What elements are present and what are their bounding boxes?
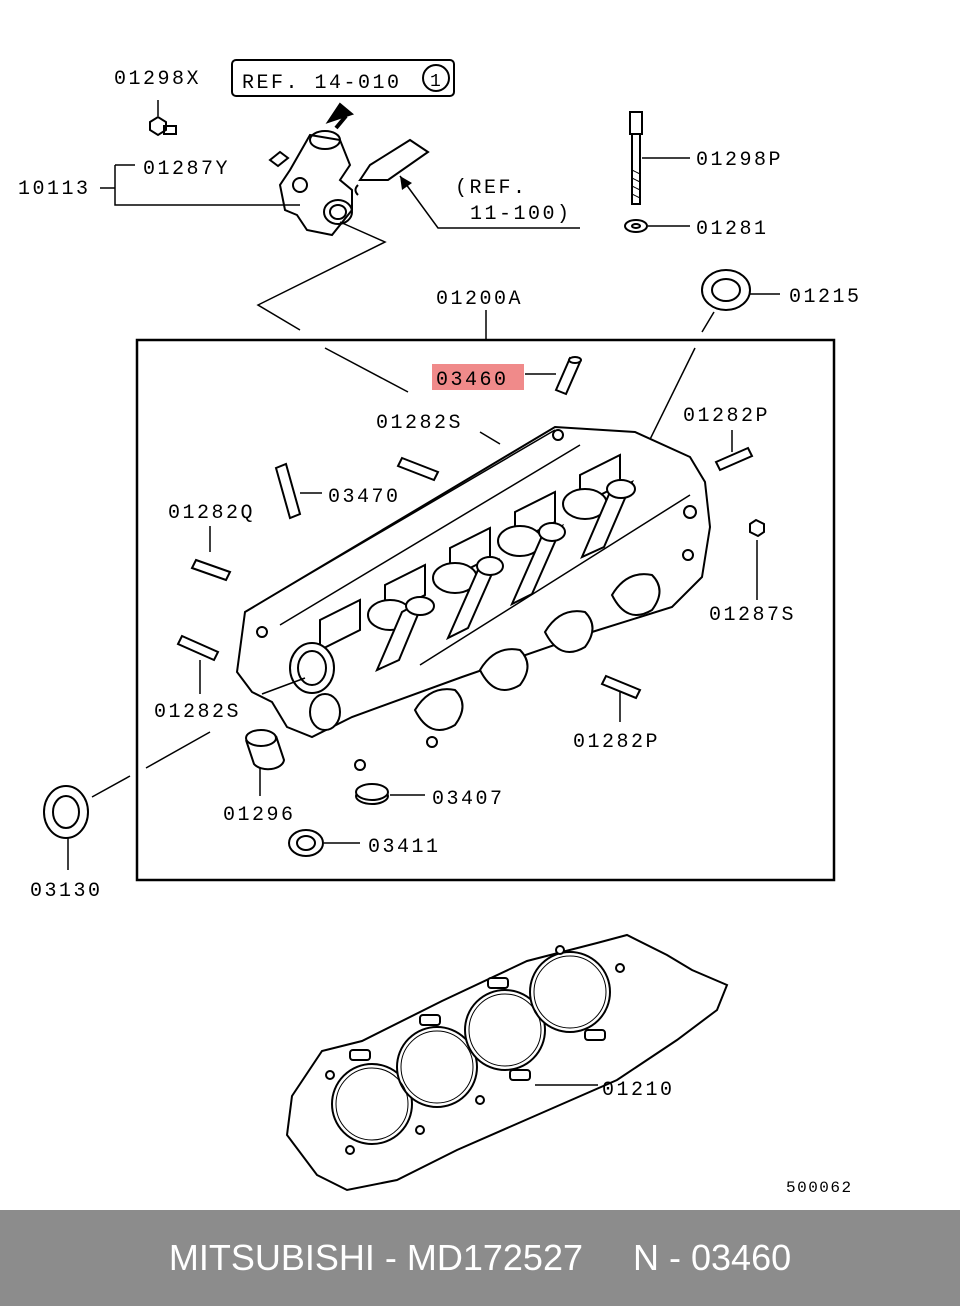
oil-seal-03130-drawing	[43, 785, 89, 839]
label-01287Y: 01287Y	[143, 158, 230, 181]
label-01282P-bottom: 01282P	[573, 731, 660, 754]
label-01200A: 01200A	[436, 288, 523, 311]
leader-01282S-top	[479, 431, 501, 445]
label-01298X: 01298X	[114, 68, 201, 91]
label-03470: 03470	[328, 486, 401, 509]
label-ref-14-010: REF. 14-010	[242, 72, 402, 95]
part-number-footer: MITSUBISHI - MD172527 N - 03460	[0, 1210, 960, 1306]
label-01282S-left: 01282S	[154, 701, 241, 724]
label-01281: 01281	[696, 218, 769, 241]
label-ref-11-100-line1: (REF.	[455, 177, 528, 200]
label-01282S-top: 01282S	[376, 412, 463, 435]
bracket-10113	[100, 164, 300, 206]
parts-diagram: 01298X REF. 14-010 1 01287Y 10113 (REF. …	[18, 59, 862, 1197]
leader-03130-b	[145, 731, 211, 769]
diagram-code: 500062	[786, 1179, 853, 1197]
label-03130: 03130	[30, 880, 103, 903]
label-03407: 03407	[432, 788, 505, 811]
highlight-03460	[432, 364, 524, 390]
footer-text: MITSUBISHI - MD172527 N - 03460	[168, 1237, 792, 1278]
valve-guide-03470-drawing	[274, 462, 302, 520]
ref-11-100-leader	[399, 175, 580, 229]
leader-01215-to-block	[701, 311, 715, 333]
label-ref-11-100-line2: 11-100)	[470, 203, 572, 226]
seal-03411-drawing	[288, 829, 324, 857]
label-01215: 01215	[789, 286, 862, 309]
label-10113: 10113	[18, 178, 91, 201]
oil-seal-01215-drawing	[701, 269, 751, 311]
seal-03407-drawing	[355, 783, 389, 805]
stud-drawings	[176, 446, 765, 700]
label-ref-circle-number: 1	[430, 72, 441, 92]
leader-front-seal	[261, 677, 306, 695]
plug-01296-drawing	[245, 729, 286, 771]
ref-circle	[422, 64, 450, 92]
label-01296: 01296	[223, 804, 296, 827]
label-01282P-top: 01282P	[683, 405, 770, 428]
valve-guide-03460-drawing	[554, 356, 582, 396]
label-03411: 03411	[368, 836, 441, 859]
label-01298P: 01298P	[696, 149, 783, 172]
thermostat-housing-drawing	[149, 100, 430, 393]
head-bolt-drawing	[624, 111, 648, 233]
label-03460: 03460	[436, 369, 509, 392]
cylinder-head-drawing	[235, 425, 712, 771]
ref-14-010-box	[231, 59, 455, 97]
label-01210: 01210	[602, 1079, 675, 1102]
ref-11-100-arrow	[400, 176, 412, 190]
label-01287S: 01287S	[709, 604, 796, 627]
label-01282Q: 01282Q	[168, 502, 255, 525]
head-gasket-drawing	[285, 933, 729, 1192]
leader-03130-a	[91, 775, 131, 798]
